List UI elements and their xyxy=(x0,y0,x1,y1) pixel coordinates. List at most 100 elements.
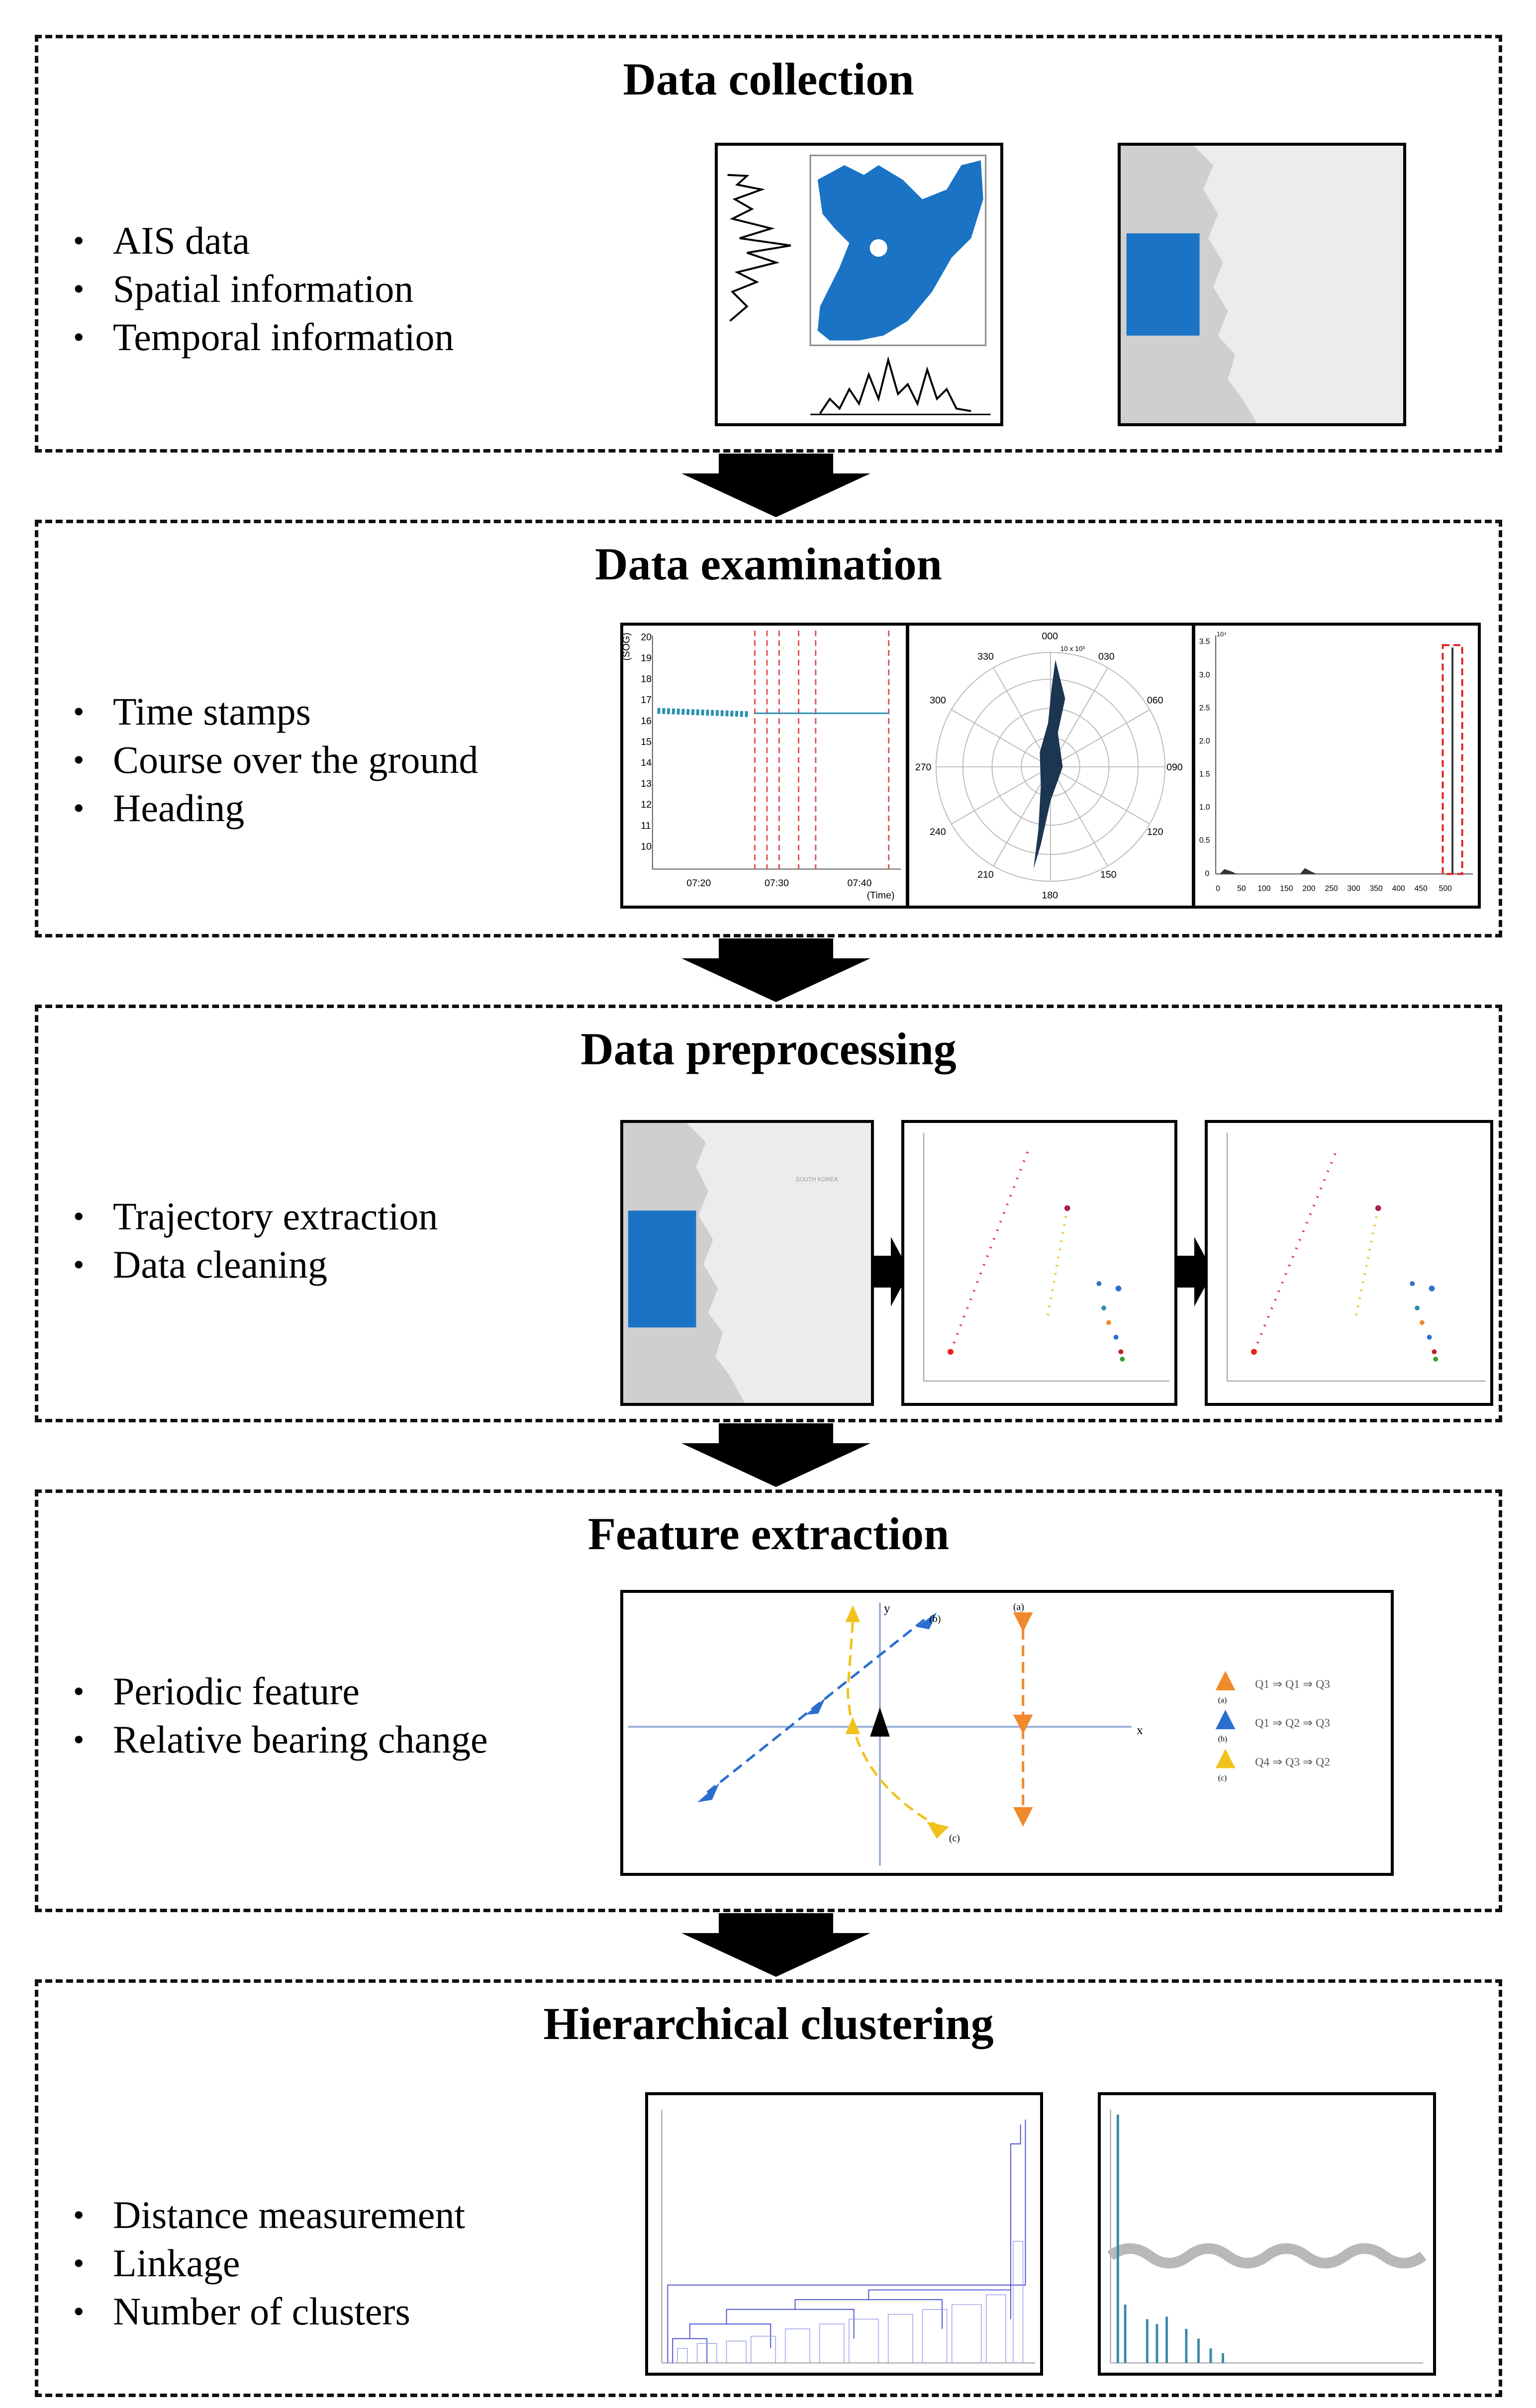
tick-label: 3.0 xyxy=(1199,671,1210,679)
tick-label: 11 xyxy=(641,820,651,831)
tick-label: 2.5 xyxy=(1199,704,1210,712)
tick-label: 13 xyxy=(641,778,652,789)
tick-label: 17 xyxy=(641,695,652,706)
tick-label: 10 xyxy=(641,841,652,852)
stage-title: Data preprocessing xyxy=(580,1023,957,1074)
angle-label: 180 xyxy=(1042,890,1058,901)
axis-label-y: y xyxy=(884,1601,890,1615)
tick-label: 450 xyxy=(1415,885,1428,893)
tick-label: 500 xyxy=(1439,885,1452,893)
axis-label-x: (Time) xyxy=(867,890,895,901)
list-item: Data cleaning xyxy=(58,1240,438,1289)
tick-label: 19 xyxy=(641,652,652,663)
stage-hierarchical-clustering: Hierarchical clustering Distance measure… xyxy=(35,1979,1502,2397)
list-item: Distance measurement xyxy=(58,2191,465,2239)
cleaned-trajectory-plot xyxy=(1205,1120,1493,1406)
angle-label: 000 xyxy=(1042,631,1058,642)
stage-data-examination: Data examination Time stamps Course over… xyxy=(35,520,1502,937)
list-item: AIS data xyxy=(58,216,454,265)
angle-label: 300 xyxy=(930,695,946,706)
tick-label: 0 xyxy=(1205,869,1210,878)
scale-label: 10 x 10³ xyxy=(1060,645,1085,652)
angle-label: 240 xyxy=(930,827,946,837)
tick-label: 1.5 xyxy=(1199,770,1210,779)
legend: (a) Q1 ⇒ Q1 ⇒ Q3 (b) Q1 ⇒ Q2 ⇒ Q3 (c) Q4… xyxy=(1215,1670,1330,1782)
map-label: SOUTH KOREA xyxy=(796,1176,838,1183)
angle-label: 270 xyxy=(915,762,932,773)
legend-marker-label: (b) xyxy=(1218,1735,1228,1744)
raw-trajectory-plot xyxy=(901,1120,1177,1406)
tick-label: 200 xyxy=(1302,885,1315,893)
bullet-list: Distance measurement Linkage Number of c… xyxy=(58,2191,465,2335)
study-area-map xyxy=(1118,143,1406,426)
tick-label: 20 xyxy=(641,632,652,643)
legend-text: Q1 ⇒ Q2 ⇒ Q3 xyxy=(1255,1717,1330,1730)
legend-marker-label: (a) xyxy=(1218,1696,1227,1704)
stage-title: Data examination xyxy=(595,539,942,589)
stage-feature-extraction: Feature extraction Periodic feature Rela… xyxy=(35,1489,1502,1912)
tick-label: 400 xyxy=(1392,885,1405,893)
exponent-label: 10⁴ xyxy=(1217,631,1227,638)
tick-label: 16 xyxy=(641,716,652,727)
tick-label: 150 xyxy=(1280,885,1293,893)
tick-label: 3.5 xyxy=(1199,638,1210,646)
ais-data-figure xyxy=(715,143,1003,426)
sog-time-plot: (SOG) 20 19 18 17 16 15 14 13 12 11 10 0… xyxy=(620,623,909,909)
tick-label: 15 xyxy=(641,737,652,747)
stage-title: Hierarchical clustering xyxy=(543,1998,994,2049)
tick-label: 2.0 xyxy=(1199,737,1210,745)
tick-label: 18 xyxy=(641,674,652,685)
axis-label-y: (SOG) xyxy=(623,633,632,661)
tick-label: 07:20 xyxy=(686,878,711,889)
list-item: Trajectory extraction xyxy=(58,1192,438,1240)
ship-marker xyxy=(870,1707,890,1737)
angle-label: 150 xyxy=(1100,869,1117,880)
tick-label: 300 xyxy=(1347,885,1360,893)
axis-label-x: x xyxy=(1137,1723,1143,1737)
tick-label: 350 xyxy=(1370,885,1383,893)
tick-label: 14 xyxy=(641,757,652,768)
list-item: Course over the ground xyxy=(58,736,478,784)
step-arrow xyxy=(1177,1237,1213,1306)
flow-arrow xyxy=(681,938,870,1002)
angle-label: 060 xyxy=(1147,695,1163,706)
flow-arrow xyxy=(681,1423,870,1487)
bullet-list: Trajectory extraction Data cleaning xyxy=(58,1192,438,1289)
angle-label: 120 xyxy=(1147,827,1163,837)
list-item: Time stamps xyxy=(58,687,478,736)
step-arrow xyxy=(874,1237,910,1306)
list-item: Periodic feature xyxy=(58,1667,488,1715)
list-item: Relative bearing change xyxy=(58,1715,488,1763)
list-item: Temporal information xyxy=(58,313,454,361)
heading-histogram: 10⁴ 3.5 3.0 2.5 2.0 1.5 1.0 0.5 0 0 50 1… xyxy=(1192,623,1481,909)
dendrogram xyxy=(645,2092,1043,2376)
tick-label: 0 xyxy=(1216,885,1220,893)
stage-data-preprocessing: Data preprocessing Trajectory extraction… xyxy=(35,1005,1502,1422)
list-item: Number of clusters xyxy=(58,2287,465,2335)
angle-label: 330 xyxy=(977,651,994,662)
angle-label: 030 xyxy=(1098,651,1115,662)
stage-data-collection: Data collection AIS data Spatial informa… xyxy=(35,35,1502,453)
tick-label: 1.0 xyxy=(1199,803,1210,812)
legend-text: Q4 ⇒ Q3 ⇒ Q2 xyxy=(1255,1756,1330,1769)
path-label: (c) xyxy=(949,1833,960,1844)
tick-label: 07:40 xyxy=(847,878,871,889)
relative-bearing-diagram: x y (b) (c) (a) (a) xyxy=(620,1590,1394,1876)
trajectory-map: SOUTH KOREA xyxy=(620,1120,874,1406)
flow-arrow xyxy=(681,454,870,517)
flow-arrow xyxy=(681,1913,870,1977)
bullet-list: AIS data Spatial information Temporal in… xyxy=(58,216,454,361)
tick-label: 100 xyxy=(1257,885,1270,893)
legend-text: Q1 ⇒ Q1 ⇒ Q3 xyxy=(1255,1678,1330,1691)
angle-label: 090 xyxy=(1166,762,1183,773)
angle-label: 210 xyxy=(977,869,994,880)
path-label: (b) xyxy=(929,1614,941,1625)
legend-marker-label: (c) xyxy=(1218,1774,1227,1782)
tick-label: 12 xyxy=(641,799,652,810)
stage-title: Feature extraction xyxy=(587,1508,950,1559)
tick-label: 50 xyxy=(1237,885,1246,893)
list-item: Heading xyxy=(58,784,478,832)
tick-label: 0.5 xyxy=(1199,836,1210,845)
stage-title: Data collection xyxy=(623,54,914,104)
heading-polar-plot: 000 10 x 10³ 030 060 090 120 150 180 210… xyxy=(906,623,1195,909)
